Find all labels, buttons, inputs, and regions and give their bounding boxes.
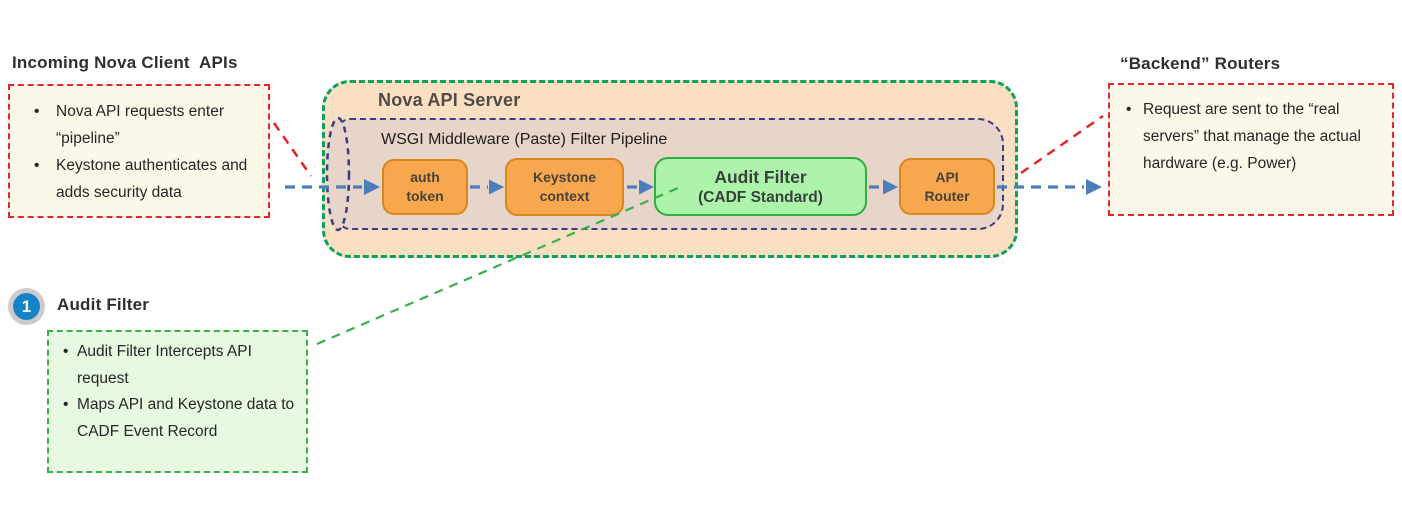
filter-label: (CADF Standard) [698, 188, 823, 206]
nova-api-server-title: Nova API Server [378, 90, 521, 110]
filter-label: Audit Filter [714, 166, 807, 187]
backend-connector-line [1020, 114, 1104, 175]
filter-label: auth [410, 169, 440, 185]
backend-routers-note: Request are sent to the “real servers” t… [1108, 83, 1394, 216]
filter-keystone-context: Keystone context [505, 158, 624, 216]
filter-audit-cadf: Audit Filter (CADF Standard) [654, 157, 867, 216]
list-item: Audit Filter Intercepts API request [49, 339, 300, 392]
arrowhead-icon [1086, 179, 1102, 195]
backend-routers-heading: “Backend” Routers [1120, 54, 1281, 73]
bullet-list: Audit Filter Intercepts API request Maps… [49, 339, 300, 445]
audit-filter-heading: Audit Filter [57, 295, 150, 314]
list-item: Maps API and Keystone data to CADF Event… [49, 392, 300, 445]
filter-label: token [406, 188, 444, 204]
filter-auth-token: auth token [382, 159, 468, 215]
filter-label: Router [924, 187, 970, 204]
wsgi-pipeline-label: WSGI Middleware (Paste) Filter Pipeline [381, 131, 668, 148]
filter-label: context [539, 188, 590, 204]
filter-api-router: API Router [899, 158, 995, 215]
list-item: Nova API requests enter “pipeline” [10, 98, 262, 152]
filter-label: API [935, 168, 959, 185]
step-1-badge: 1 [8, 288, 45, 325]
list-item: Keystone authenticates and adds security… [10, 152, 262, 206]
audit-filter-note: Audit Filter Intercepts API request Maps… [47, 330, 308, 473]
bullet-list: Request are sent to the “real servers” t… [1110, 96, 1386, 177]
step-number: 1 [13, 293, 40, 320]
incoming-connector-line [272, 122, 313, 177]
bullet-list: Nova API requests enter “pipeline” Keyst… [10, 98, 262, 206]
list-item: Request are sent to the “real servers” t… [1110, 96, 1386, 177]
incoming-apis-note: Nova API requests enter “pipeline” Keyst… [8, 84, 270, 218]
incoming-apis-heading: Incoming Nova Client APIs [12, 53, 238, 72]
filter-label: Keystone [532, 169, 597, 185]
